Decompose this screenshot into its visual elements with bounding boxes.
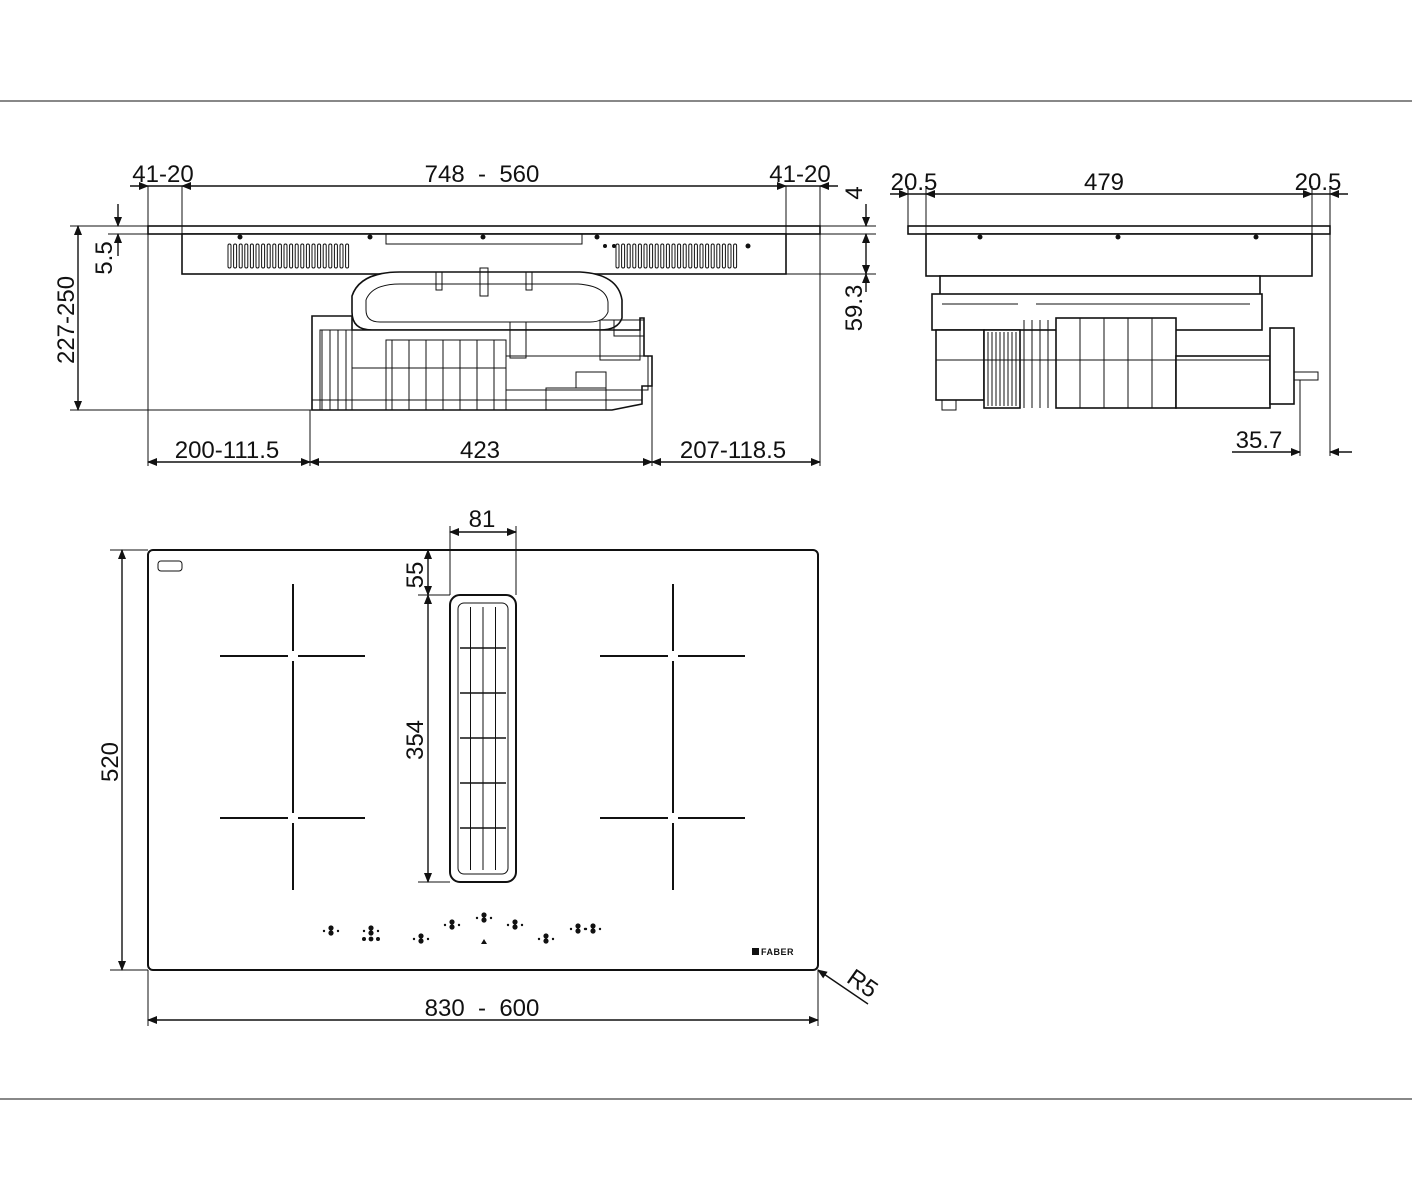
dim-right-overhang: 41-20 xyxy=(769,161,830,188)
front-dimensions: 41-20 748 - 560 41-20 4 5.5 227-250 59.3… xyxy=(53,161,876,466)
dim-vent-width: 81 xyxy=(469,506,496,533)
side-view: 20.5 479 20.5 35.7 xyxy=(890,169,1352,456)
dim-box-height: 59.3 xyxy=(841,285,868,332)
right-vent-slots xyxy=(615,243,738,269)
central-extraction-vent xyxy=(449,594,517,883)
cooktop-outline xyxy=(147,549,819,971)
dim-front-span: 748 - 560 xyxy=(425,161,540,188)
zone-front-left xyxy=(220,584,365,813)
dim-left-offset: 200-111.5 xyxy=(175,437,280,464)
dim-side-right-margin: 20.5 xyxy=(1295,169,1342,196)
motor-body xyxy=(311,315,653,411)
front-electronics-box xyxy=(181,233,787,275)
top-dimensions: 81 55 354 520 830 - 600 R5 xyxy=(97,506,883,1026)
dim-left-overhang: 41-20 xyxy=(132,161,193,188)
front-view: 41-20 748 - 560 41-20 4 5.5 227-250 59.3… xyxy=(53,161,876,466)
brand-logo: FABER xyxy=(752,947,794,957)
dim-side-left-margin: 20.5 xyxy=(891,169,938,196)
dim-rear-offset: 35.7 xyxy=(1236,427,1283,454)
side-electronics-box xyxy=(925,233,1313,277)
dim-unit-width: 423 xyxy=(460,437,500,464)
fan-housing xyxy=(351,271,623,331)
zone-rear-left xyxy=(220,817,365,890)
dim-side-depth: 479 xyxy=(1084,169,1124,196)
zone-front-right xyxy=(600,584,745,813)
side-glass-top xyxy=(907,225,1331,235)
corner-indicator xyxy=(157,560,183,572)
dim-top-depth: 520 xyxy=(97,742,124,782)
motor-coil xyxy=(987,320,1049,408)
side-filter-block xyxy=(1055,317,1177,409)
brand-text: FABER xyxy=(761,947,794,957)
touch-control-panel xyxy=(322,912,602,944)
filter-grid xyxy=(321,330,495,410)
dim-glass-step: 5.5 xyxy=(91,241,118,274)
zone-rear-right xyxy=(600,817,745,890)
dim-right-offset: 207-118.5 xyxy=(680,437,786,464)
dim-vent-offset: 55 xyxy=(402,562,429,589)
dim-corner-radius: R5 xyxy=(842,964,883,1004)
top-view: FABER 81 55 354 520 830 - 600 xyxy=(97,506,883,1026)
dim-total-height: 227-250 xyxy=(53,276,80,364)
front-glass-top xyxy=(147,225,821,235)
sheet-frame xyxy=(0,100,1412,1100)
left-vent-slots xyxy=(227,243,350,269)
side-dimensions: 20.5 479 20.5 35.7 xyxy=(890,169,1352,456)
dim-top-width: 830 - 600 xyxy=(425,995,540,1022)
dim-top-thickness: 4 xyxy=(841,186,868,199)
dim-vent-length: 354 xyxy=(402,720,429,760)
